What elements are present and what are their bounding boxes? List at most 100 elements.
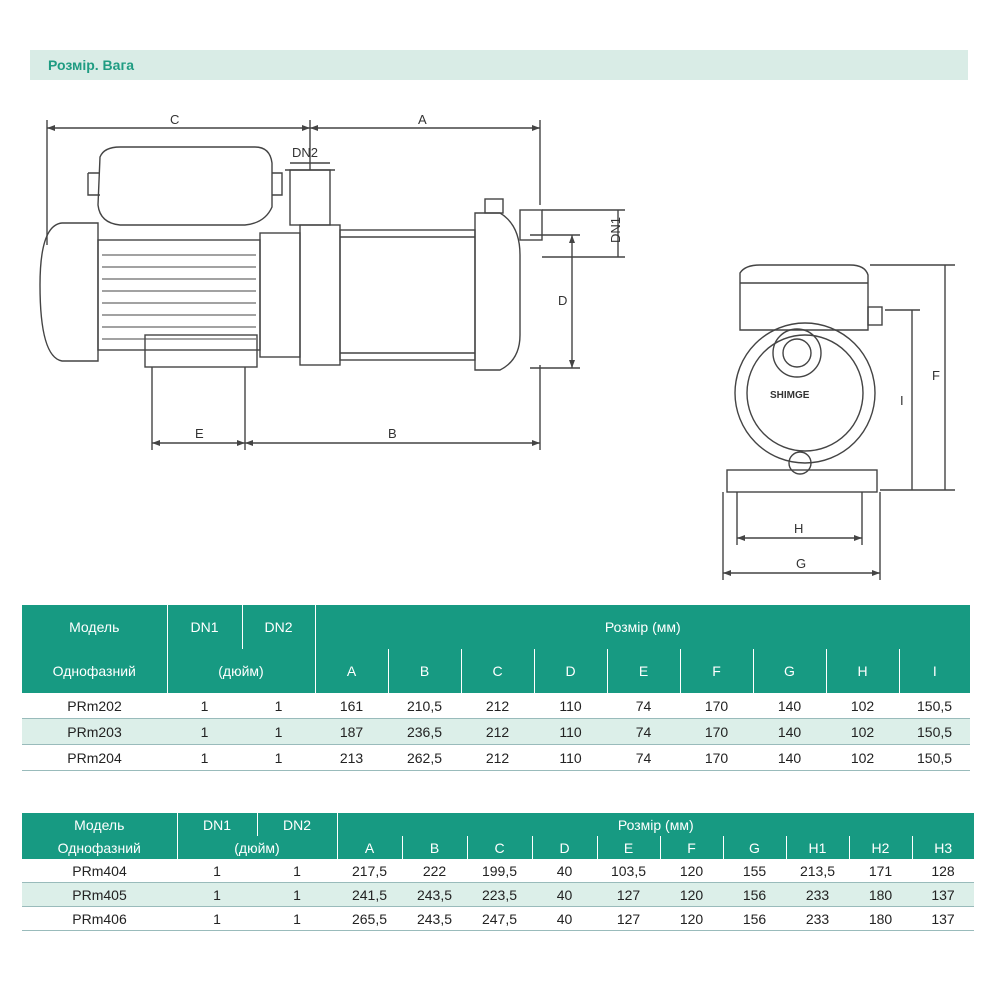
- table-cell: 150,5: [899, 744, 971, 771]
- pump-dimension-drawing: C A DN2 E B D DN1 F I H G SHIMGE: [39, 112, 955, 580]
- table-cell: 74: [607, 744, 680, 771]
- table-cell: 74: [607, 693, 680, 719]
- table-cell: 170: [680, 693, 753, 719]
- col-header: D: [533, 649, 607, 693]
- dim-label-dn1: DN1: [608, 217, 623, 243]
- table-cell: 110: [534, 744, 607, 771]
- table-row: PRm404 1 1 217,5 222 199,5 40 103,5 120 …: [22, 859, 975, 883]
- col-header: A: [336, 836, 402, 859]
- col-header: I: [898, 649, 971, 693]
- table-cell: 1: [177, 882, 257, 907]
- header-dn1: DN1: [176, 813, 257, 836]
- header-dn2: DN2: [256, 813, 337, 836]
- table-cell: 212: [461, 693, 534, 719]
- dim-label-g: G: [796, 556, 806, 571]
- header-single-phase: Однофазний: [22, 649, 167, 693]
- table-cell: 265,5: [337, 906, 402, 931]
- col-header: B: [387, 649, 461, 693]
- header-model: Модель: [22, 605, 167, 649]
- table-cell: 1: [257, 906, 337, 931]
- table-cell: 199,5: [467, 859, 532, 883]
- section-header: Розмір. Вага: [30, 50, 968, 80]
- table-cell: PRm204: [22, 744, 167, 771]
- table-cell: 180: [849, 906, 912, 931]
- table-cell: 156: [723, 906, 786, 931]
- header-inch: (дюйм): [176, 836, 337, 859]
- table-cell: 217,5: [337, 859, 402, 883]
- table-cell: 1: [167, 718, 242, 745]
- table-cell: 213,5: [786, 859, 849, 883]
- dimension-table-prm200: Модель DN1 DN2 Розмір (мм) Однофазний (д…: [22, 605, 971, 771]
- col-header: E: [606, 649, 680, 693]
- table-cell: 212: [461, 718, 534, 745]
- table-cell: 156: [723, 882, 786, 907]
- dim-label-d: D: [558, 293, 567, 308]
- header-model: Модель: [22, 813, 177, 836]
- table-cell: PRm404: [22, 859, 177, 883]
- table-cell: 236,5: [388, 718, 461, 745]
- table-cell: 137: [912, 906, 975, 931]
- header-single-phase: Однофазний: [22, 836, 177, 859]
- table-cell: PRm203: [22, 718, 167, 745]
- table-cell: 1: [257, 882, 337, 907]
- table-cell: 102: [826, 693, 899, 719]
- dim-label-i: I: [900, 393, 904, 408]
- table-cell: 187: [315, 718, 388, 745]
- table-row: PRm202 1 1 161 210,5 212 110 74 170 140 …: [22, 693, 971, 719]
- table-cell: 140: [753, 718, 826, 745]
- table-row: PRm405 1 1 241,5 243,5 223,5 40 127 120 …: [22, 882, 975, 907]
- col-header: A: [314, 649, 388, 693]
- col-header: G: [722, 836, 786, 859]
- table-cell: 247,5: [467, 906, 532, 931]
- col-header: G: [752, 649, 826, 693]
- table-cell: 140: [753, 744, 826, 771]
- table-cell: 1: [242, 718, 315, 745]
- table-cell: 120: [660, 859, 723, 883]
- table-cell: 140: [753, 693, 826, 719]
- table-cell: 243,5: [402, 882, 467, 907]
- table-cell: 128: [912, 859, 975, 883]
- col-header: H3: [911, 836, 975, 859]
- col-header: H2: [848, 836, 912, 859]
- dim-label-e: E: [195, 426, 204, 441]
- table-cell: 243,5: [402, 906, 467, 931]
- brand-mark: SHIMGE: [770, 390, 810, 401]
- dim-label-h: H: [794, 521, 803, 536]
- header-dn2: DN2: [241, 605, 315, 649]
- table-row: PRm203 1 1 187 236,5 212 110 74 170 140 …: [22, 718, 971, 745]
- table-cell: 150,5: [899, 718, 971, 745]
- table-cell: 210,5: [388, 693, 461, 719]
- table-cell: 1: [257, 859, 337, 883]
- header-dn1: DN1: [166, 605, 242, 649]
- table-cell: 120: [660, 882, 723, 907]
- col-header: C: [460, 649, 534, 693]
- table-cell: 127: [597, 906, 660, 931]
- dim-label-c: C: [170, 112, 179, 127]
- table-cell: 102: [826, 718, 899, 745]
- table-cell: PRm202: [22, 693, 167, 719]
- table-cell: 1: [242, 693, 315, 719]
- table-cell: 213: [315, 744, 388, 771]
- table-cell: 170: [680, 744, 753, 771]
- table-cell: 222: [402, 859, 467, 883]
- table-cell: 233: [786, 906, 849, 931]
- col-header: B: [401, 836, 467, 859]
- table-cell: PRm406: [22, 906, 177, 931]
- table-cell: 102: [826, 744, 899, 771]
- dimension-table-prm400: Модель DN1 DN2 Розмір (мм) Однофазний (д…: [22, 813, 975, 931]
- table-cell: 120: [660, 906, 723, 931]
- header-size: Розмір (мм): [336, 813, 975, 836]
- table-cell: 241,5: [337, 882, 402, 907]
- table-cell: 74: [607, 718, 680, 745]
- table-cell: 40: [532, 859, 597, 883]
- col-header: H1: [785, 836, 849, 859]
- col-header: F: [659, 836, 723, 859]
- table-row: PRm406 1 1 265,5 243,5 247,5 40 127 120 …: [22, 906, 975, 931]
- table-cell: 170: [680, 718, 753, 745]
- col-header: D: [531, 836, 597, 859]
- section-title: Розмір. Вага: [48, 57, 135, 73]
- table-cell: 180: [849, 882, 912, 907]
- table-cell: 150,5: [899, 693, 971, 719]
- table-cell: 212: [461, 744, 534, 771]
- header-size: Розмір (мм): [314, 605, 971, 649]
